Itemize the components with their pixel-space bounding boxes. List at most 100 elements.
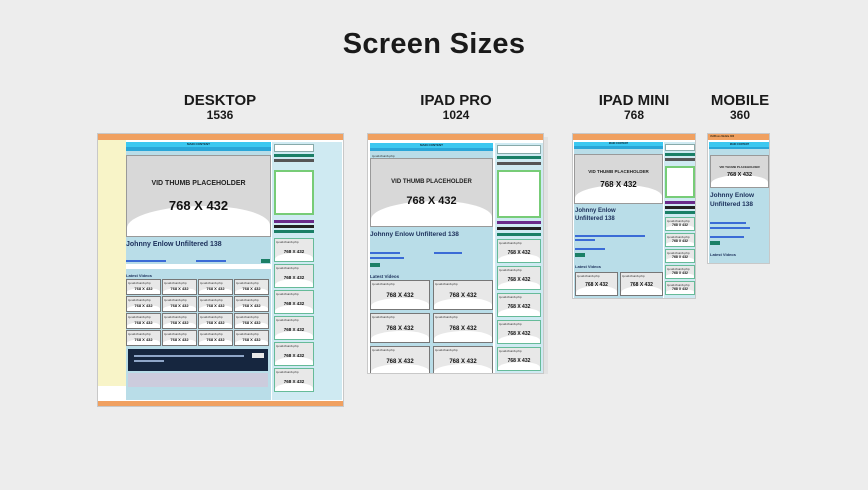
- card-file-label: tp-vid-thumb.php: [164, 315, 187, 319]
- main-content: MAIN CONTENT VID THUMB PLACEHOLDER 768 X…: [574, 142, 663, 298]
- device-width: 1024: [442, 108, 470, 122]
- follow-button[interactable]: [710, 241, 720, 245]
- video-thumb[interactable]: VID THUMB PLACEHOLDER 768 X 432: [370, 158, 493, 227]
- card-file-label: tp-vid-thumb.php: [236, 315, 259, 319]
- card-size-label: 768 X 432: [170, 336, 189, 342]
- video-thumb[interactable]: VID THUMB PLACEHOLDER 768 X 432: [574, 154, 663, 204]
- video-card[interactable]: tp-vid-thumb.php 768 X 432: [370, 280, 430, 310]
- card-size-label: 768 X 432: [134, 336, 153, 342]
- card-size-label: 768 X 432: [206, 285, 225, 291]
- latest-videos-heading: Latest Videos: [710, 252, 736, 257]
- card-file-label: tp-vid-thumb.php: [164, 332, 187, 336]
- card-size-label: 768 X 432: [283, 300, 305, 306]
- device-name: DESKTOP: [183, 92, 257, 109]
- sidebar-top-box: [497, 145, 541, 154]
- sidebar-video-card[interactable]: tp-vid-thumb.php 768 X 432: [497, 266, 541, 290]
- site-header: [573, 134, 695, 140]
- card-file-label: tp-vid-thumb.php: [372, 282, 395, 286]
- card-size-label: 768 X 432: [386, 292, 414, 299]
- card-file-label: tp-vid-thumb.php: [128, 281, 151, 285]
- card-file-label: tp-vid-thumb.php: [499, 268, 522, 272]
- follow-button[interactable]: [575, 253, 585, 257]
- card-file-label: tp-vid-thumb.php: [622, 274, 645, 278]
- card-file-label: tp-vid-thumb.php: [276, 370, 299, 374]
- card-size-label: 768 X 432: [242, 336, 261, 342]
- video-title: Johnny Enlow Unfiltered 138: [370, 231, 459, 238]
- card-file-label: tp-vid-thumb.php: [499, 349, 522, 353]
- card-size-label: 768 X 432: [507, 357, 531, 364]
- sidebar-video-card[interactable]: tp-vid-thumb.php 768 X 432: [497, 347, 541, 371]
- card-file-label: tp-vid-thumb.php: [372, 348, 395, 352]
- video-title-line1: Johnny Enlow: [710, 192, 755, 199]
- card-size-label: 768 X 432: [507, 276, 531, 283]
- thumb-placeholder-text: VID THUMB PLACEHOLDER: [719, 165, 760, 169]
- card-size-label: 768 X 432: [134, 302, 153, 308]
- follow-button[interactable]: [370, 263, 380, 267]
- main-content: MAIN CONTENT VID THUMB PLACEHOLDER 768 X…: [709, 142, 769, 263]
- cookie-accept-button[interactable]: [252, 353, 264, 358]
- main-content-header: MAIN CONTENT: [574, 142, 663, 146]
- card-size-label: 768 X 432: [283, 274, 305, 280]
- latest-videos-heading: Latest Videos: [126, 273, 152, 278]
- page-title: Screen Sizes: [342, 28, 526, 60]
- card-file-label: tp-vid-thumb.php: [499, 241, 522, 245]
- device-name: IPAD PRO: [420, 92, 492, 109]
- sidebar-top-box: [665, 144, 695, 151]
- sidebar-top-box: [274, 144, 314, 152]
- follow-button[interactable]: [261, 259, 270, 263]
- video-thumb[interactable]: VID THUMB PLACEHOLDER 768 X 432: [710, 155, 769, 188]
- card-size-label: 768 X 432: [283, 248, 305, 254]
- card-size-label: 768 X 432: [134, 285, 153, 291]
- video-thumb[interactable]: VID THUMB PLACEHOLDER 768 X 432: [126, 155, 271, 237]
- card-size-label: 768 X 432: [386, 325, 414, 332]
- card-file-label: tp-vid-thumb.php: [236, 332, 259, 336]
- card-size-label: 768 X 432: [672, 255, 688, 260]
- card-size-label: 768 X 432: [672, 287, 688, 292]
- device-name: IPAD MINI: [598, 92, 670, 109]
- card-size-label: 768 X 432: [242, 302, 261, 308]
- card-size-label: 768 X 432: [507, 303, 531, 310]
- main-content: MAIN CONTENT VID THUMB PLACEHOLDER 768 X…: [126, 142, 271, 400]
- card-size-label: 768 X 432: [449, 325, 477, 332]
- card-size-label: 768 X 432: [672, 271, 688, 276]
- card-size-label: 768 X 432: [206, 336, 225, 342]
